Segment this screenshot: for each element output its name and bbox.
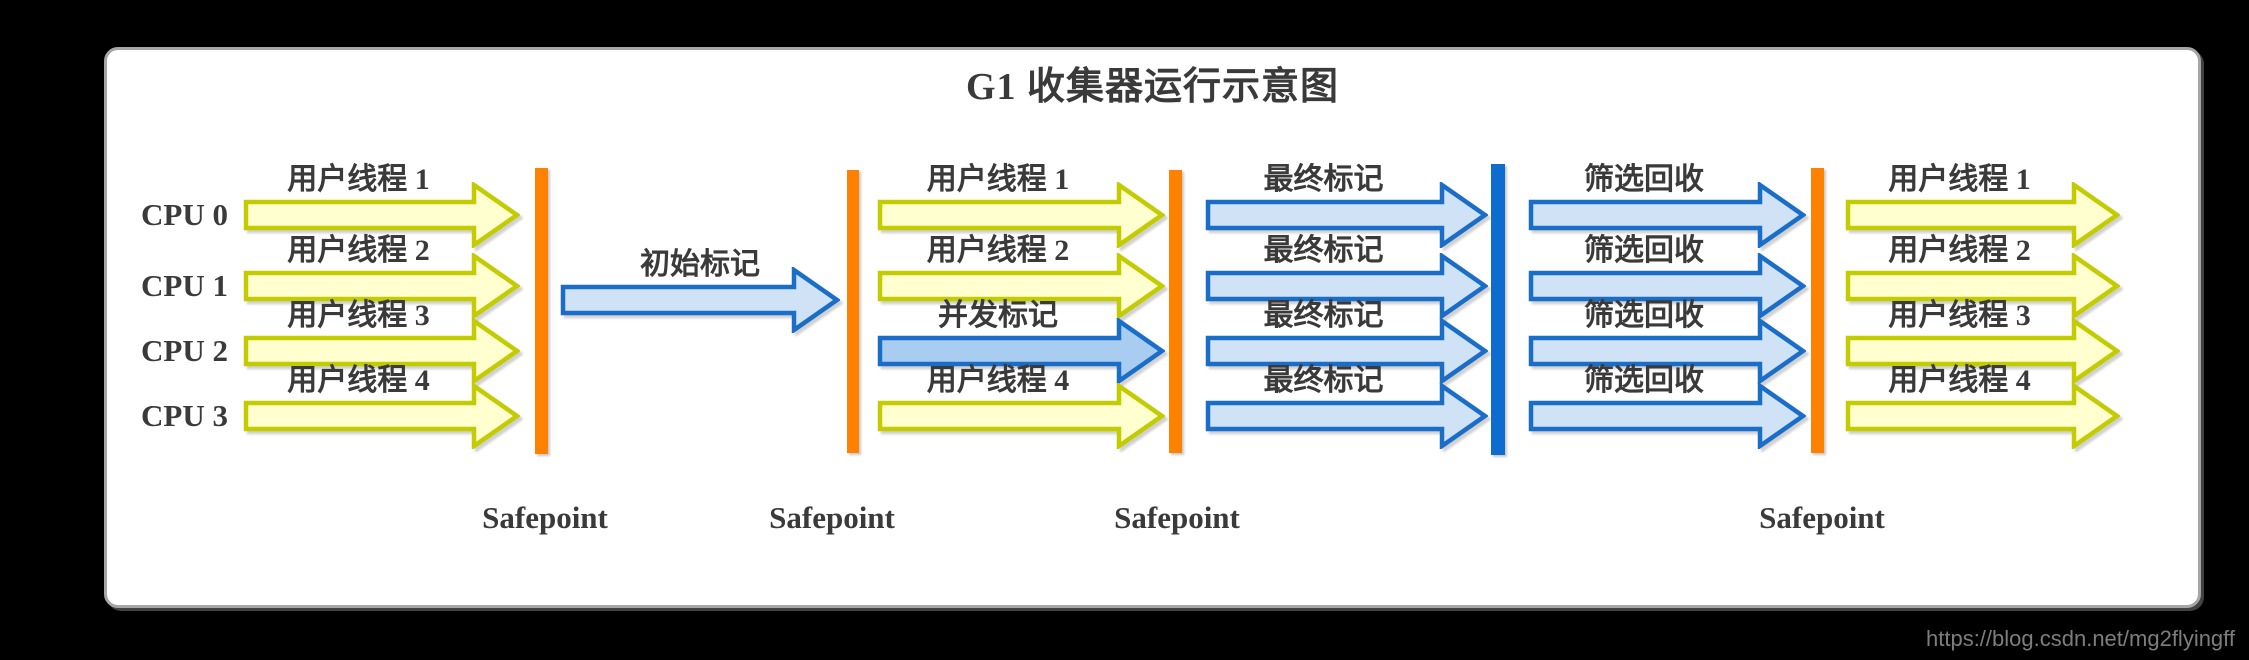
user-thread-arrow [1845, 318, 2120, 384]
final-mark-label: 最终标记 [1263, 299, 1384, 332]
evacuation-label: 筛选回收 [1584, 234, 1704, 267]
final-mark-label: 最终标记 [1263, 163, 1384, 196]
diagram-panel [104, 47, 2201, 608]
safepoint-label-1: Safepoint [482, 500, 608, 535]
final-mark-arrow [1205, 253, 1488, 319]
evacuation-label: 筛选回收 [1584, 299, 1704, 332]
thread-label: 用户线程 3 [287, 299, 430, 332]
lane-final-mark-1: 最终标记 [1205, 149, 1488, 249]
thread-label: 用户线程 4 [287, 364, 430, 397]
evacuation-label: 筛选回收 [1584, 163, 1704, 196]
safepoint-bar-4 [1811, 168, 1824, 453]
thread-label: 用户线程 1 [287, 163, 430, 196]
cpu-label-2: CPU 2 [141, 333, 228, 368]
initial-mark-label: 初始标记 [640, 248, 760, 281]
lane-evacuation-2: 筛选回收 [1528, 220, 1806, 320]
cpu-label-1: CPU 1 [141, 268, 228, 303]
evacuation-arrow [1528, 383, 1806, 449]
watermark-url: https://blog.csdn.net/mg2flyingff [1926, 626, 2235, 651]
lane-concurrent-thread-4: 用户线程 4 [877, 350, 1165, 450]
lane-final-mark-3: 最终标记 [1205, 285, 1488, 385]
diagram-title: G1 收集器运行示意图 [965, 66, 1340, 108]
safepoint-label-2: Safepoint [769, 500, 895, 535]
evacuation-arrow [1528, 318, 1806, 384]
thread-label: 用户线程 4 [926, 364, 1070, 397]
thread-label: 用户线程 1 [926, 163, 1070, 196]
user-thread-arrow [877, 383, 1165, 449]
thread-label: 用户线程 1 [1888, 163, 2031, 196]
lane-concurrent-thread-2: 用户线程 2 [877, 220, 1165, 320]
evacuation-arrow [1528, 182, 1806, 248]
user-thread-arrow [877, 182, 1165, 248]
lane-after-thread-3: 用户线程 3 [1845, 285, 2120, 385]
lane-concurrent-thread-1: 用户线程 1 [877, 149, 1165, 249]
final-mark-label: 最终标记 [1263, 234, 1384, 267]
lane-initial-mark: 初始标记 [560, 234, 840, 334]
lane-concurrent-mark: 并发标记 [877, 285, 1165, 385]
thread-label: 用户线程 3 [1888, 299, 2031, 332]
thread-label: 用户线程 2 [1888, 234, 2031, 267]
evacuation-label: 筛选回收 [1584, 364, 1704, 397]
cpu-label-3: CPU 3 [141, 398, 228, 433]
lane-after-thread-2: 用户线程 2 [1845, 220, 2120, 320]
lane-before-thread-4: 用户线程 4 [243, 350, 520, 450]
safepoint-label-4: Safepoint [1759, 500, 1885, 535]
thread-label: 用户线程 4 [1888, 364, 2031, 397]
cpu-label-0: CPU 0 [141, 197, 228, 232]
user-thread-arrow [243, 253, 520, 319]
final-mark-arrow [1205, 182, 1488, 248]
initial-mark-arrow [560, 267, 840, 333]
user-thread-arrow [1845, 383, 2120, 449]
lane-before-thread-3: 用户线程 3 [243, 285, 520, 385]
thread-label: 用户线程 2 [287, 234, 430, 267]
user-thread-arrow [1845, 253, 2120, 319]
thread-label: 用户线程 2 [926, 234, 1070, 267]
lane-final-mark-2: 最终标记 [1205, 220, 1488, 320]
user-thread-arrow [243, 383, 520, 449]
lane-after-thread-4: 用户线程 4 [1845, 350, 2120, 450]
user-thread-arrow [1845, 182, 2120, 248]
lane-before-thread-1: 用户线程 1 [243, 149, 520, 249]
evacuation-arrow [1528, 253, 1806, 319]
safepoint-bar-2 [847, 170, 859, 453]
phase-divider-bar [1491, 164, 1505, 455]
safepoint-bar-1 [535, 168, 548, 454]
safepoint-bar-3 [1169, 170, 1182, 453]
final-mark-arrow [1205, 318, 1488, 384]
concurrent-mark-arrow [877, 318, 1165, 384]
lane-evacuation-3: 筛选回收 [1528, 285, 1806, 385]
lane-after-thread-1: 用户线程 1 [1845, 149, 2120, 249]
concurrent-mark-label: 并发标记 [938, 299, 1058, 332]
final-mark-label: 最终标记 [1263, 364, 1384, 397]
safepoint-label-3: Safepoint [1114, 500, 1240, 535]
lane-evacuation-1: 筛选回收 [1528, 149, 1806, 249]
lane-final-mark-4: 最终标记 [1205, 350, 1488, 450]
lane-evacuation-4: 筛选回收 [1528, 350, 1806, 450]
lane-before-thread-2: 用户线程 2 [243, 220, 520, 320]
user-thread-arrow [877, 253, 1165, 319]
final-mark-arrow [1205, 383, 1488, 449]
user-thread-arrow [243, 318, 520, 384]
user-thread-arrow [243, 182, 520, 248]
